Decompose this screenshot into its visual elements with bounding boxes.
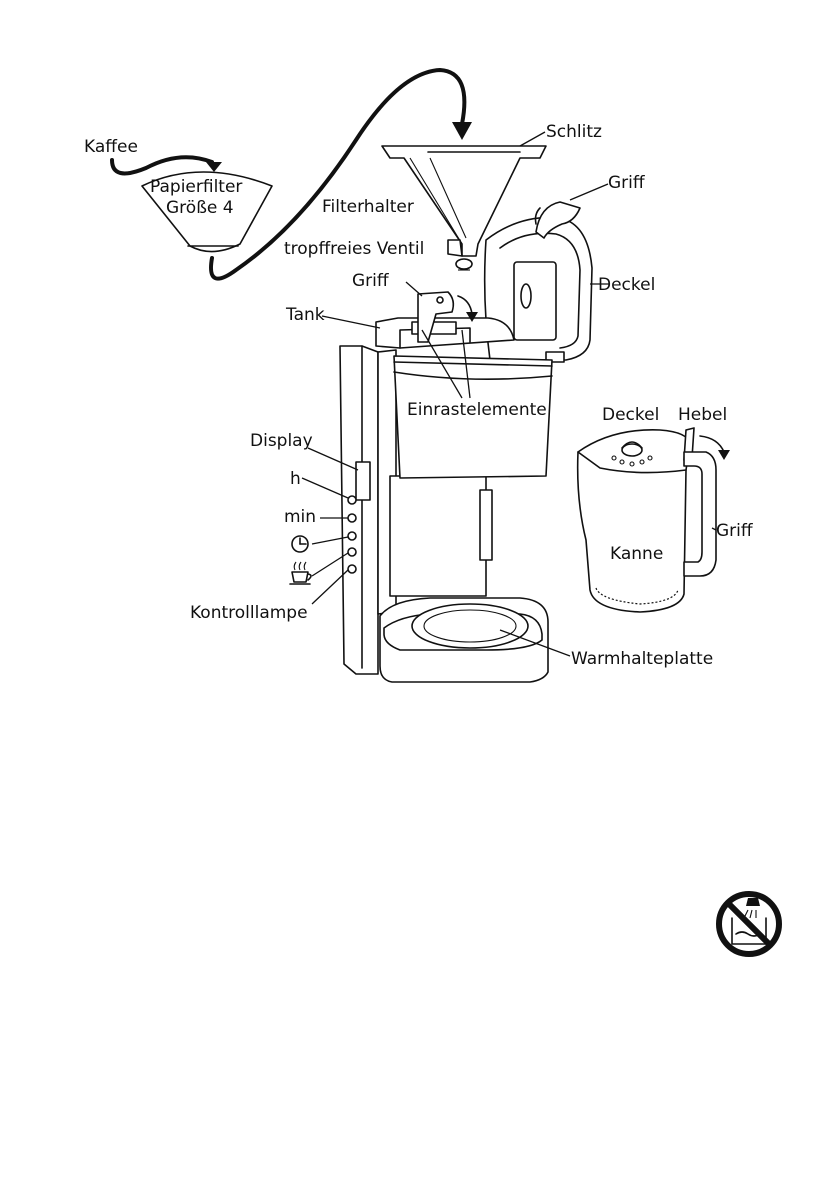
carafe [578, 428, 730, 612]
label-deckel-kanne: Deckel [602, 405, 659, 425]
button-h [348, 496, 356, 504]
label-papierfilter-1: Papierfilter [150, 177, 242, 197]
label-kontrolllampe: Kontrolllampe [190, 603, 308, 623]
button-timer [348, 532, 356, 540]
button-min [348, 514, 356, 522]
do-not-immerse-icon [719, 894, 779, 954]
clock-icon [292, 536, 308, 552]
label-griff-tank: Griff [352, 271, 390, 291]
label-kanne: Kanne [610, 544, 663, 564]
holder-arrow-head [452, 122, 472, 140]
label-einrastelemente: Einrastelemente [407, 400, 547, 420]
coffee-arrow-head [206, 162, 222, 172]
label-griff-kanne: Griff [716, 521, 754, 541]
label-papierfilter-2: Größe 4 [166, 198, 234, 218]
paper-filter: Papierfilter Größe 4 [142, 172, 272, 252]
label-deckel-top: Deckel [598, 275, 655, 295]
label-display: Display [250, 431, 313, 451]
button-brew [348, 548, 356, 556]
label-h: h [290, 469, 301, 489]
display-window [356, 462, 370, 500]
label-filterhalter: Filterhalter [322, 197, 414, 217]
steaming-cup-icon [290, 562, 311, 584]
label-griff-top: Griff [608, 173, 646, 193]
label-tropffreies-ventil: tropffreies Ventil [284, 239, 424, 259]
label-tank: Tank [285, 305, 325, 325]
label-hebel: Hebel [678, 405, 727, 425]
indicator-lamp [348, 565, 356, 573]
coffee-flow-arrow [112, 157, 212, 173]
label-warmhalteplatte: Warmhalteplatte [571, 649, 713, 669]
label-schlitz: Schlitz [546, 122, 602, 142]
label-kaffee: Kaffee [84, 137, 138, 157]
label-min: min [284, 507, 316, 527]
